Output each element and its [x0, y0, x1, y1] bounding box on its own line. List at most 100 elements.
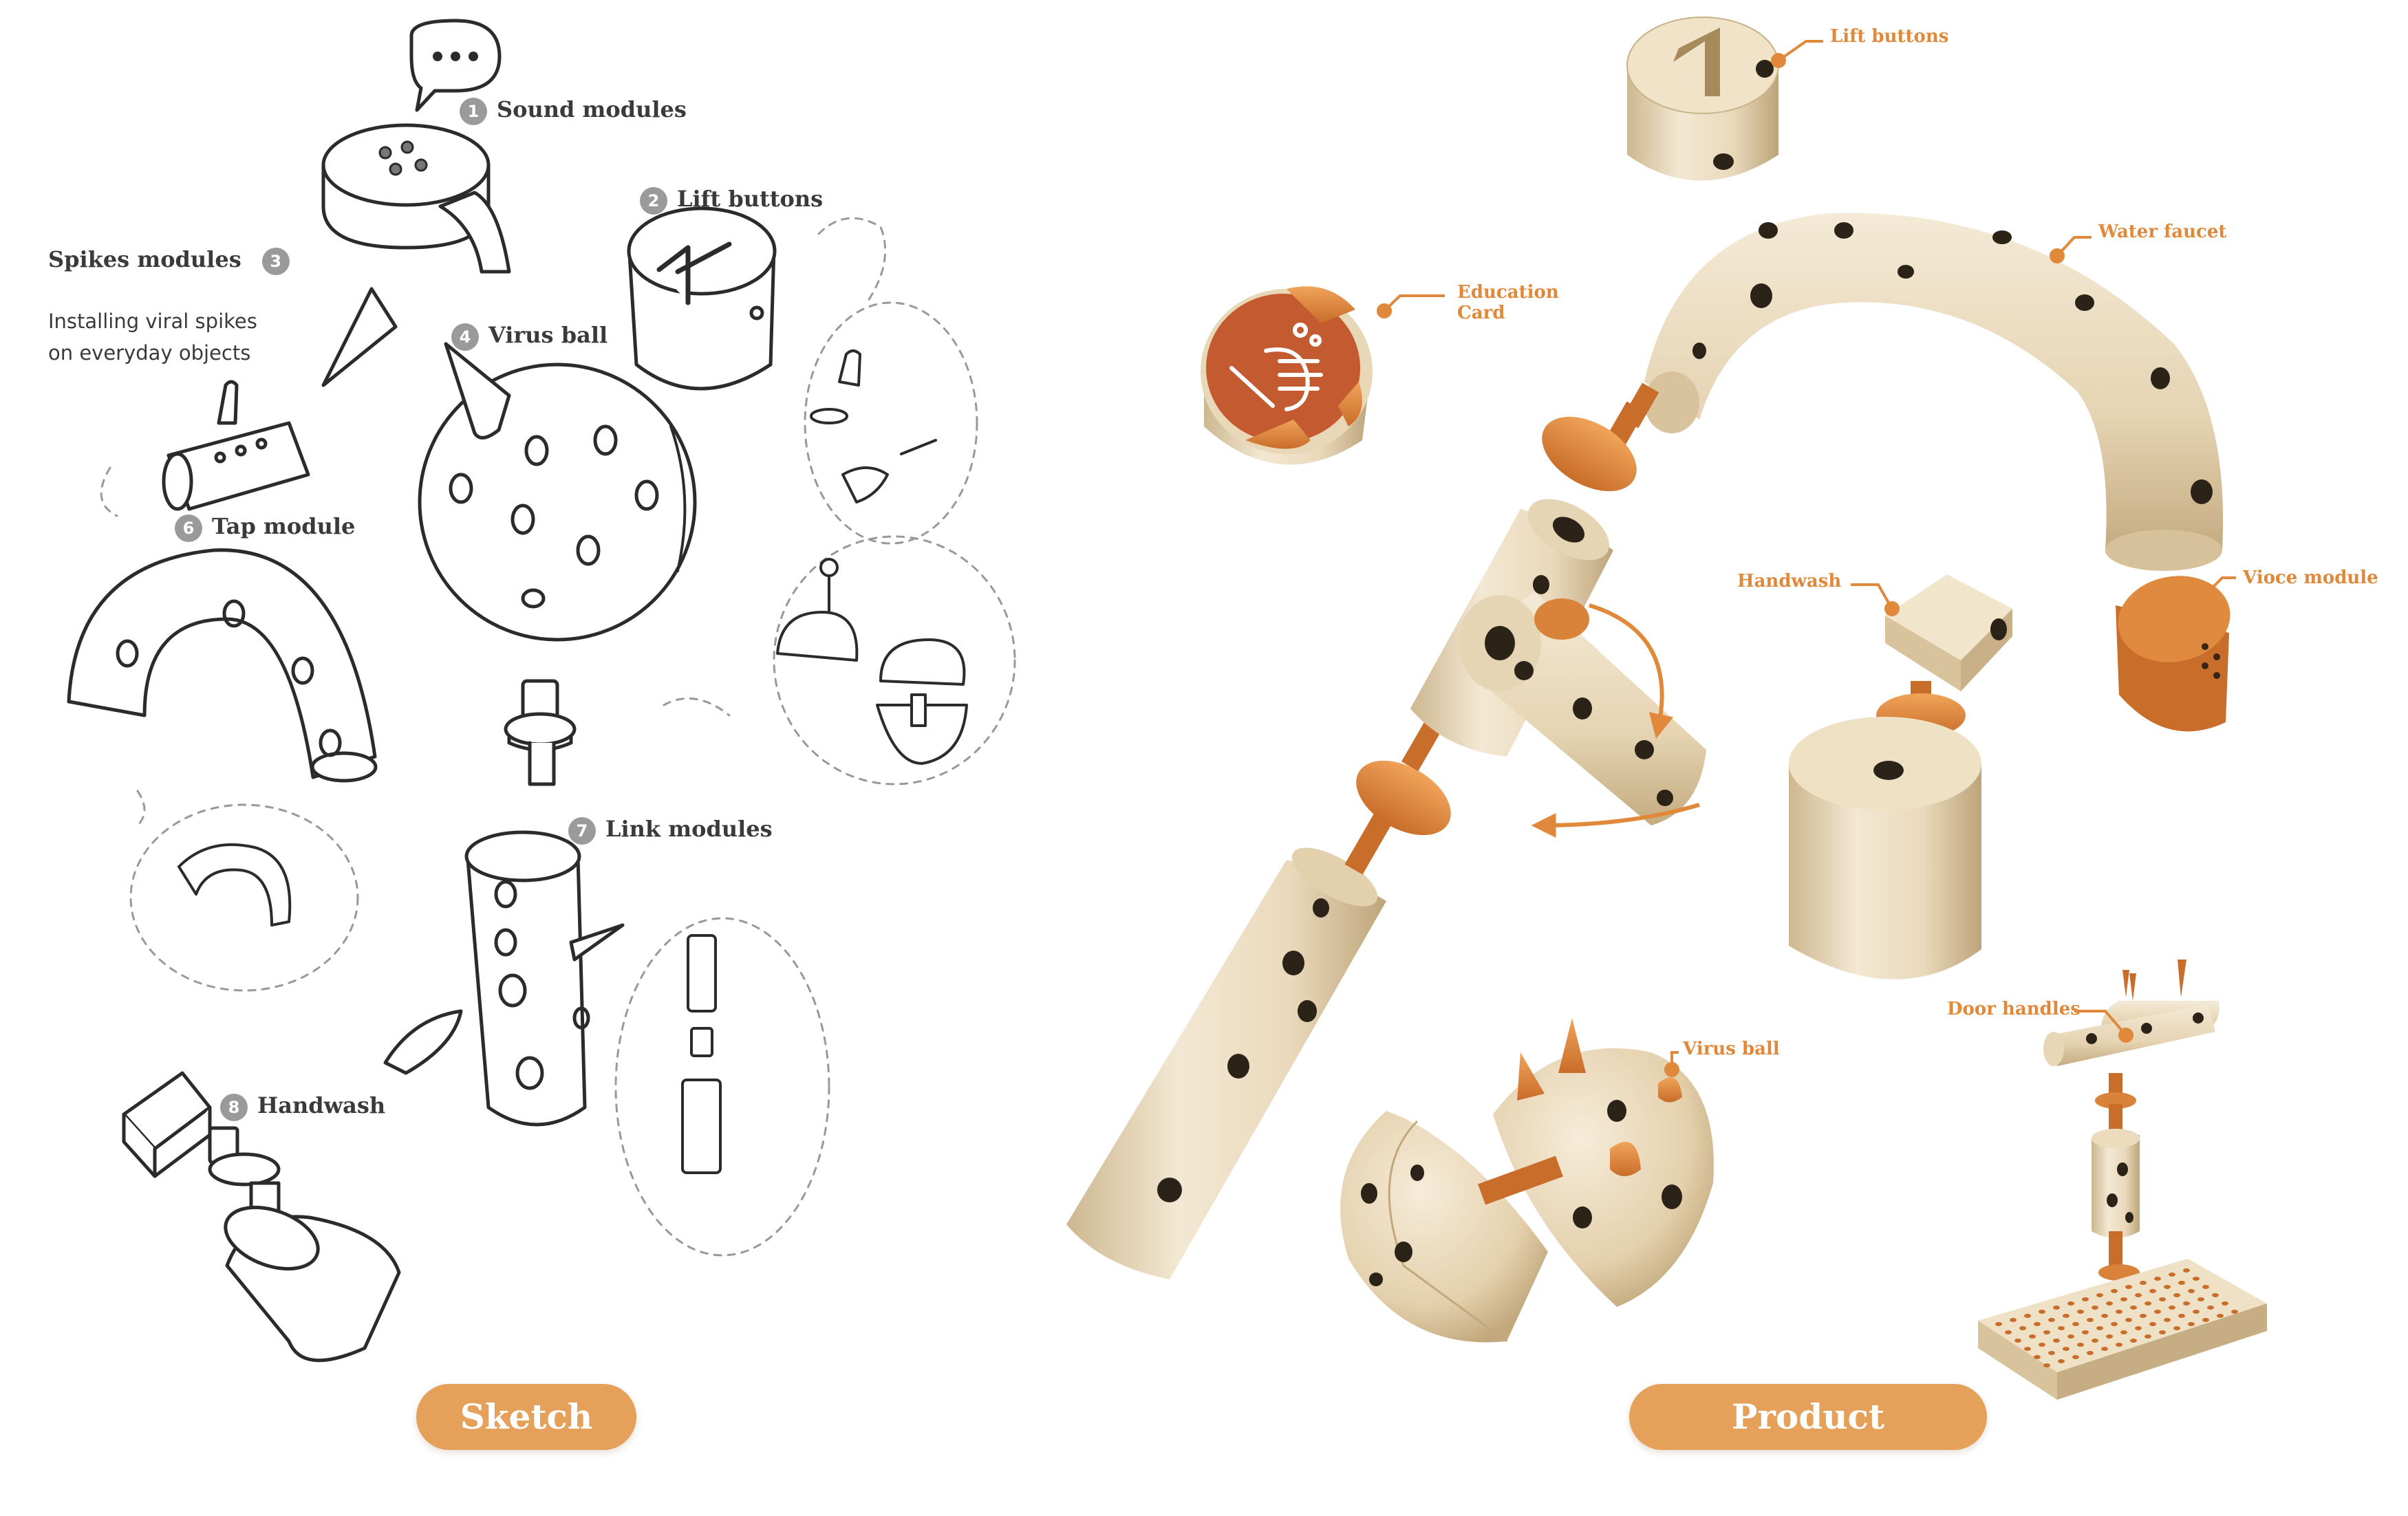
pegboard-hole: [2169, 1273, 2175, 1277]
pegboard-hole: [2096, 1293, 2103, 1297]
pegboard-hole: [2164, 1318, 2171, 1322]
sketch-button[interactable]: Sketch: [416, 1384, 636, 1450]
pegboard-hole: [2130, 1339, 2137, 1343]
label-text: Handwash: [257, 1092, 386, 1118]
sketch-spike: [321, 287, 398, 387]
sketch-handwash: [122, 1071, 401, 1363]
pegboard-hole: [2154, 1310, 2161, 1314]
sketch-lift-button: [627, 206, 777, 391]
label-number: 3: [261, 247, 290, 275]
note-line-2: on everyday objects: [48, 341, 251, 365]
pegboard-hole: [2024, 1347, 2031, 1351]
label-number: 2: [640, 186, 667, 215]
pegboard-hole: [2116, 1343, 2122, 1347]
render-label-voice-module: Vioce module: [2243, 567, 2378, 588]
pegboard-hole: [2159, 1297, 2166, 1301]
pegboard-hole: [2072, 1355, 2079, 1359]
pegboard-hole: [2053, 1306, 2060, 1310]
pegboard-hole: [2120, 1330, 2127, 1334]
label-text: Virus ball: [488, 322, 608, 348]
pegboard-hole: [2087, 1318, 2094, 1322]
pegboard-hole: [2154, 1277, 2161, 1281]
sketch-connector: [504, 679, 577, 786]
sketch-tap-module: [67, 548, 378, 783]
pegboard-hole: [2140, 1281, 2147, 1285]
label-line-2: Card: [1457, 303, 1505, 323]
pegboard-hole: [2135, 1293, 2142, 1297]
note-line-1: Installing viral spikes: [48, 310, 257, 333]
pegboard-hole: [2144, 1301, 2151, 1306]
pegboard-hole: [2106, 1334, 2113, 1339]
label-number: 8: [220, 1093, 248, 1121]
handwash-hands-icon: [1229, 323, 1323, 411]
pegboard-hole: [2116, 1310, 2122, 1314]
pegboard-hole: [2120, 1297, 2127, 1301]
render-voice-module: [2116, 576, 2230, 732]
render-lift-button: [1626, 17, 1779, 181]
render-handwash: [1789, 574, 2012, 979]
pegboard-hole: [2193, 1310, 2200, 1314]
pegboard-hole: [2169, 1306, 2175, 1310]
sketch-label-link-modules: 7 Link modules: [568, 816, 773, 845]
pegboard-hole: [2082, 1297, 2089, 1301]
pegboard-hole: [2053, 1339, 2060, 1343]
pegboard-hole: [2140, 1314, 2147, 1318]
label-text: Lift buttons: [677, 186, 824, 212]
render-joint-tubes: [1410, 382, 1706, 825]
label-number: 1: [460, 97, 487, 125]
label-text: Link modules: [605, 816, 773, 842]
pegboard-hole: [2101, 1347, 2108, 1351]
pegboard-hole: [2043, 1330, 2050, 1334]
pegboard-hole: [2010, 1318, 2017, 1322]
pegboard-hole: [2125, 1318, 2132, 1322]
pegboard-hole: [2058, 1359, 2065, 1363]
sketch-spike-tube: [162, 380, 310, 511]
pegboard-hole: [2188, 1289, 2195, 1293]
pegboard-hole: [2067, 1301, 2074, 1306]
label-text: Sound modules: [497, 96, 687, 122]
pegboard-hole: [2178, 1314, 2185, 1318]
pegboard-hole: [2101, 1314, 2108, 1318]
pegboard-hole: [2207, 1306, 2214, 1310]
pegboard-hole: [1995, 1322, 2002, 1326]
pegboard-hole: [2077, 1343, 2084, 1347]
render-water-faucet: [1644, 213, 2224, 571]
sketch-label-lift-buttons: 2 Lift buttons: [640, 186, 823, 215]
render-label-lift-buttons: Lift buttons: [1830, 26, 1949, 47]
pegboard-hole: [2072, 1322, 2079, 1326]
pegboard-hole: [2193, 1277, 2200, 1281]
pegboard-hole: [2130, 1306, 2137, 1310]
pegboard-hole: [2087, 1351, 2094, 1355]
sketch-sound-module: [321, 123, 511, 274]
pegboard-hole: [2039, 1343, 2045, 1347]
pegboard-hole: [2039, 1310, 2045, 1314]
pegboard-hole: [2106, 1301, 2113, 1306]
pegboard-hole: [2092, 1339, 2098, 1343]
pegboard-hole: [2149, 1289, 2156, 1293]
pegboard-hole: [2188, 1322, 2195, 1326]
render-door-handles: [1978, 960, 2267, 1400]
pegboard-holes: [1995, 1268, 2238, 1367]
label-number: 7: [568, 816, 596, 845]
pegboard-hole: [2063, 1347, 2070, 1351]
pegboard-hole: [2222, 1301, 2228, 1306]
render-label-education-card: Education Card: [1457, 282, 1559, 323]
pegboard-hole: [2144, 1334, 2151, 1339]
render-drawings: [1066, 17, 2267, 1400]
render-label-door-handles: Door handles: [1947, 999, 2081, 1019]
render-label-water-faucet: Water faucet: [2098, 221, 2227, 242]
label-text: Spikes modules: [48, 246, 241, 272]
sketch-bullet-spike: [383, 1009, 463, 1075]
pegboard-hole: [2125, 1285, 2132, 1289]
sketch-label-sound-modules: 1 Sound modules: [460, 96, 687, 125]
pegboard-hole: [2149, 1322, 2156, 1326]
sketch-virus-ball: [418, 342, 697, 642]
render-label-handwash: Handwash: [1737, 571, 1842, 592]
sketch-link-module: [464, 830, 625, 1127]
label-number: 6: [175, 514, 202, 542]
product-rendering-button[interactable]: Product Rendering: [1629, 1384, 1987, 1503]
sketch-drawings: [67, 19, 1016, 1363]
pegboard-hole: [2034, 1322, 2041, 1326]
callout-leaders: [1377, 40, 2236, 1077]
